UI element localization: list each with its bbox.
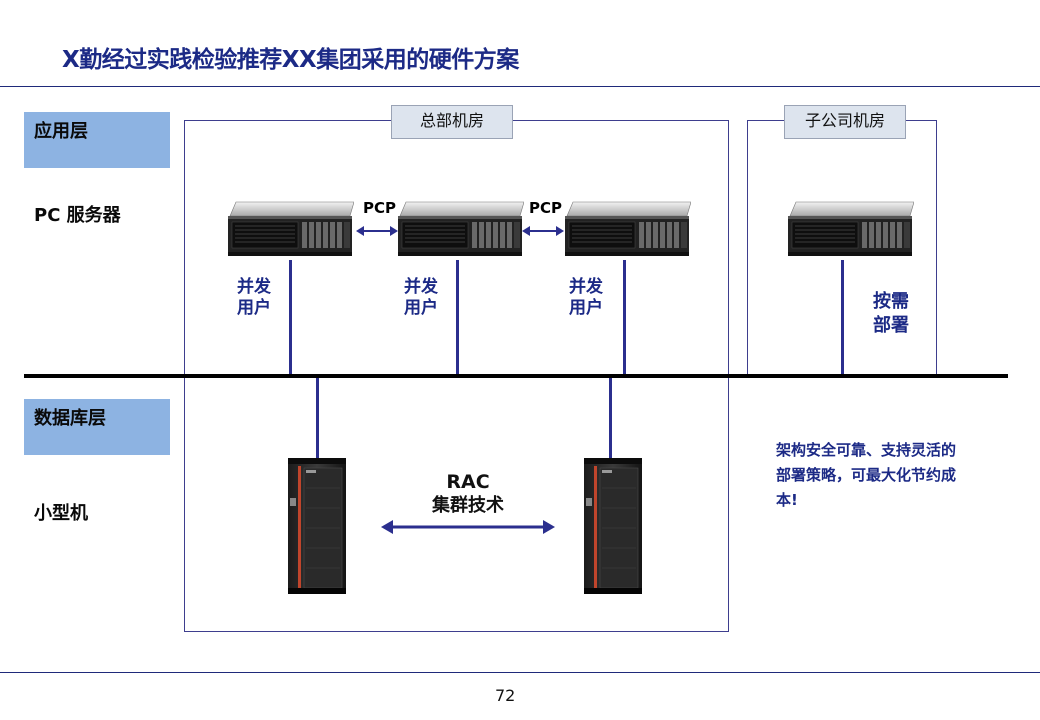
title-divider — [0, 86, 1040, 87]
double-arrow-icon — [522, 226, 564, 236]
connector-line — [841, 260, 844, 376]
rack-server-icon — [580, 458, 644, 594]
connector-line — [456, 260, 459, 376]
architecture-note: 架构安全可靠、支持灵活的 部署策略，可最大化节约成 本! — [776, 441, 957, 509]
concurrent-users-label: 并发用户 — [569, 277, 603, 318]
page-number: 72 — [495, 686, 516, 705]
server-icon — [786, 198, 914, 260]
connector-line — [316, 378, 319, 458]
double-arrow-icon — [356, 226, 398, 236]
rack-server-icon — [284, 458, 348, 594]
layer-label-db: 数据库层 — [24, 399, 170, 455]
footer-divider — [0, 672, 1040, 673]
concurrent-users-label: 并发用户 — [404, 277, 438, 318]
concurrent-users-label: 并发用户 — [237, 277, 271, 318]
on-demand-deploy-label: 按需部署 — [873, 291, 909, 336]
connector-line — [289, 260, 292, 376]
network-bus-line — [24, 374, 1008, 378]
double-arrow-icon — [381, 520, 555, 534]
server-icon — [563, 198, 691, 260]
row-label-minicomputer: 小型机 — [34, 503, 88, 524]
row-label-pc-server: PC 服务器 — [34, 205, 121, 226]
server-icon — [226, 198, 354, 260]
page-title: X勤经过实践检验推荐XX集团采用的硬件方案 — [62, 47, 519, 73]
connector-line — [609, 378, 612, 458]
sub-datacenter-tag: 子公司机房 — [784, 105, 906, 139]
connector-line — [623, 260, 626, 376]
layer-label-app: 应用层 — [24, 112, 170, 168]
pcp-label: PCP — [363, 199, 396, 217]
hq-datacenter-tag: 总部机房 — [391, 105, 513, 139]
pcp-label: PCP — [529, 199, 562, 217]
server-icon — [396, 198, 524, 260]
rac-label: RAC 集群技术 — [432, 471, 504, 516]
